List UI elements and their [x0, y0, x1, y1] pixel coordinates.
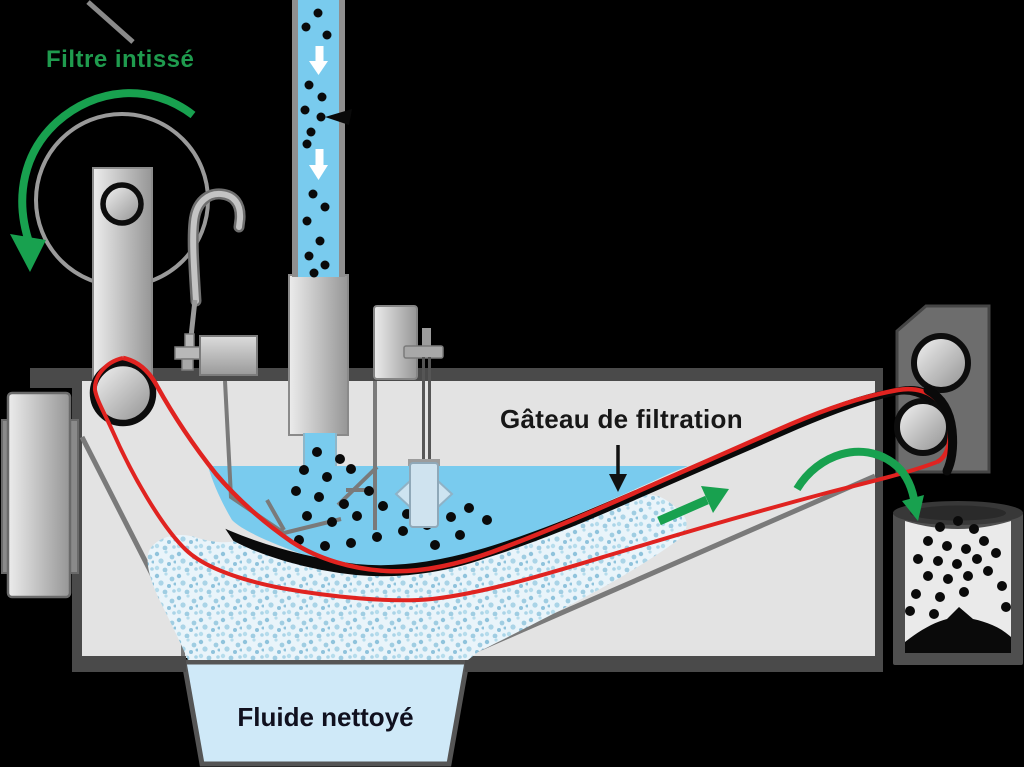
- cake-discharge-streak: [923, 385, 958, 476]
- rim-box: [199, 335, 258, 376]
- upper-discharge-roller: [911, 333, 971, 393]
- label-filter-cake: Gâteau de filtration: [500, 404, 743, 434]
- roll-support-arm: [86, 0, 135, 44]
- filter-cake-layer: [225, 386, 938, 577]
- filter-belt-return: [92, 356, 938, 603]
- belt-rotation-arrowhead: [10, 234, 46, 272]
- particle-pointer-arrow: [325, 109, 352, 125]
- waste-bucket: [893, 501, 1023, 665]
- inlet-coupling-block: [288, 274, 349, 436]
- agitator-motor: [373, 305, 418, 380]
- cake-label-arrow: [609, 445, 627, 492]
- cake-discharge-arrow: [793, 447, 918, 500]
- label-filter-fabric: Filtre intissé: [46, 46, 195, 73]
- waste-particles: [905, 516, 1011, 619]
- flow-down-arrows: [309, 46, 328, 180]
- inlet-stream: [303, 433, 337, 468]
- filtrate-speckled-region: [147, 494, 687, 660]
- inlet-pipe: [292, 0, 352, 278]
- label-clean-fluid: Fluide nettoyé: [237, 702, 414, 732]
- green-arrows: [10, 89, 924, 526]
- machine-components: [1, 0, 991, 599]
- left-belt-roller: [89, 359, 157, 427]
- waste-mound: [905, 607, 1011, 653]
- roll-axle: [100, 182, 144, 226]
- belt-direction-arrow: [657, 495, 709, 526]
- belt-rotation-arrow: [18, 89, 196, 247]
- clean-fluid-tank: [181, 659, 470, 767]
- pipe-particles: [300, 8, 332, 278]
- left-motor: [1, 391, 79, 599]
- agitator: [394, 328, 454, 528]
